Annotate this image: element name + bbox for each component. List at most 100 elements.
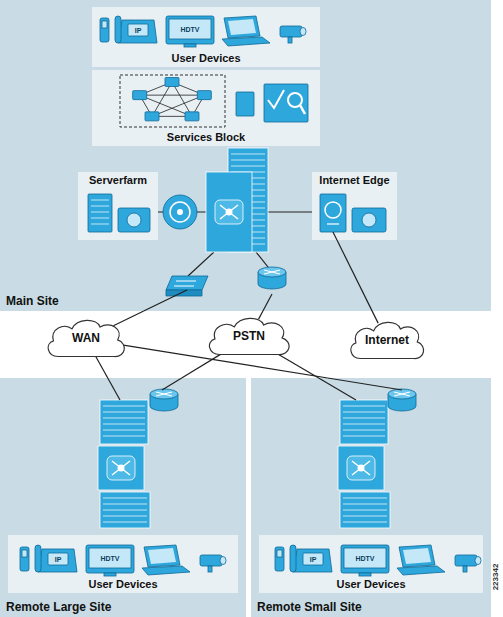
icon-part — [264, 84, 308, 122]
wire — [319, 378, 356, 400]
region-fill — [251, 378, 491, 617]
wire — [144, 290, 187, 311]
icon-part — [22, 550, 27, 557]
icon-part — [166, 276, 208, 290]
region-label: Internet Edge — [319, 174, 389, 187]
icon-part — [343, 430, 385, 431]
site-region: User DevicesServices BlockServerfarm Inte… — [0, 0, 491, 311]
icon-part — [300, 105, 305, 114]
device-panel: User Devices — [8, 535, 238, 593]
icon-part — [91, 206, 109, 207]
device-panel: User Devices — [259, 535, 483, 593]
icon-part — [343, 522, 387, 523]
icon-part — [344, 548, 386, 568]
network-link — [182, 352, 225, 378]
region-fills — [0, 0, 491, 617]
icon-part — [103, 504, 147, 505]
icon-part — [264, 270, 280, 274]
services-panel: Services Block — [92, 70, 320, 146]
region-fill — [92, 7, 320, 67]
icon-part — [142, 566, 190, 575]
icon-text: IP — [310, 556, 317, 563]
icon-part — [100, 18, 109, 42]
cloud-label: Internet — [365, 334, 409, 348]
icon-part — [343, 412, 385, 413]
region-fill — [8, 535, 238, 593]
icon-part — [275, 547, 284, 571]
icon-part — [220, 205, 238, 219]
icon-part — [103, 498, 147, 499]
icon-part — [48, 553, 68, 565]
icon-part — [341, 545, 389, 573]
icon-part — [103, 412, 145, 413]
wire — [328, 378, 402, 390]
icon-part — [394, 392, 410, 396]
icon-part — [228, 19, 256, 35]
router-icon — [258, 267, 286, 289]
icon-part — [176, 281, 196, 282]
icon-part — [152, 82, 172, 116]
region-label: Serverfarm — [89, 174, 147, 187]
internet-edge-icons — [320, 194, 386, 232]
icon-part — [394, 392, 410, 396]
icon-part — [277, 550, 282, 557]
icon-part — [103, 424, 145, 425]
icon-part — [118, 208, 150, 232]
cloud-shape — [209, 318, 289, 354]
icon-part — [150, 389, 178, 399]
firewall-icon — [163, 195, 197, 229]
switch-stack-icon — [338, 400, 390, 528]
icon-part — [340, 400, 388, 444]
icon-part — [103, 522, 147, 523]
device-panel: User Devices — [92, 7, 320, 67]
icon-part — [463, 566, 467, 572]
icon-part — [104, 573, 116, 576]
icon-part — [343, 436, 385, 437]
icon-part — [399, 545, 435, 567]
icon-part — [343, 418, 385, 419]
icon-part — [359, 573, 371, 576]
icon-part — [127, 213, 141, 227]
icon-part — [128, 24, 148, 36]
region-fill — [78, 172, 158, 240]
icon-part — [343, 516, 387, 517]
icon-text: HDTV — [100, 555, 119, 562]
router-icon — [388, 389, 416, 411]
icon-part — [35, 545, 41, 572]
user-device-icons — [275, 545, 481, 576]
icon-part — [258, 267, 286, 277]
user-device-icons — [20, 545, 226, 576]
user-device-icons — [100, 16, 306, 47]
icon-part — [343, 510, 387, 511]
region-label: Remote Large Site — [6, 601, 111, 615]
network-cloud: Internet — [345, 318, 429, 364]
icon-part — [338, 446, 384, 490]
icon-part — [231, 154, 265, 155]
icon-part — [288, 37, 292, 43]
region-label: User Devices — [88, 578, 157, 591]
icon-part — [268, 90, 284, 108]
icon-part — [20, 547, 29, 571]
icon-part — [112, 461, 130, 475]
icon-part — [177, 209, 183, 215]
router-icon — [150, 389, 178, 411]
region-fill — [259, 535, 483, 593]
region-fill — [312, 172, 397, 240]
internet-edge-panel: Internet Edge — [312, 172, 397, 240]
region-fill — [92, 70, 320, 146]
icon-part — [343, 498, 387, 499]
icon-part — [103, 436, 145, 437]
icon-part — [100, 492, 150, 528]
icon-part — [280, 26, 302, 37]
site-region: User DevicesRemote Small Site — [251, 378, 491, 617]
icon-part — [103, 418, 145, 419]
icon-part — [91, 224, 109, 225]
server-icons — [88, 194, 150, 232]
icon-part — [88, 194, 112, 232]
icon-part — [293, 549, 332, 572]
icon-part — [112, 461, 130, 475]
icon-part — [200, 555, 222, 566]
region-label: User Devices — [171, 52, 240, 65]
